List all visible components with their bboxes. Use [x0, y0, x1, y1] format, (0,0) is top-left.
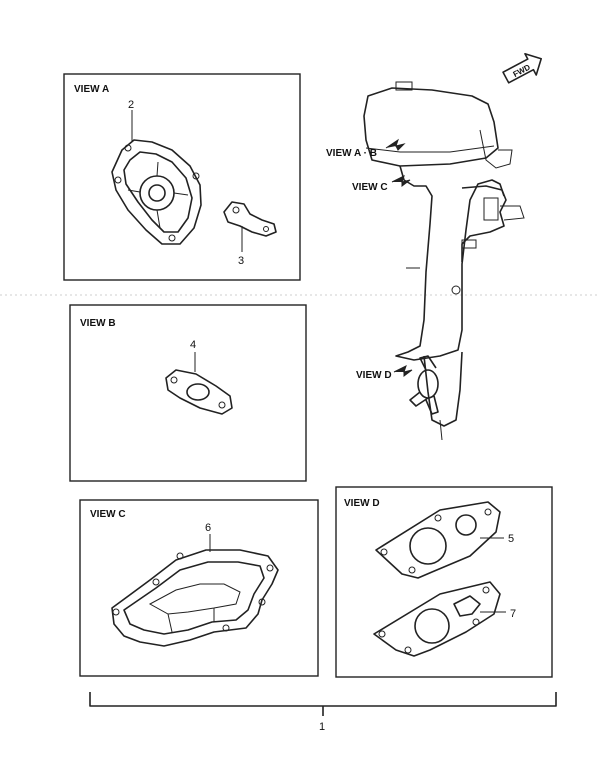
part-6-gasket	[111, 549, 279, 647]
arrow-icon	[393, 365, 413, 377]
view-b-panel: VIEW B 4	[69, 304, 307, 482]
arrow-icon	[385, 138, 406, 151]
midsection	[395, 165, 505, 361]
part-7-label: 7	[510, 608, 516, 620]
view-a-title: VIEW A	[74, 84, 109, 95]
part-6-label: 6	[205, 522, 211, 534]
propeller	[409, 355, 439, 415]
view-d-frame	[335, 486, 553, 678]
callout-view-d: VIEW D	[356, 370, 392, 381]
callout-view-c: VIEW C	[352, 182, 388, 193]
motor-callouts: VIEW A · B VIEW C VIEW D	[326, 138, 413, 381]
fwd-arrow-icon	[502, 52, 542, 84]
callout-view-a-b: VIEW A · B	[326, 148, 377, 159]
part-5-label: 5	[508, 533, 514, 545]
part-7-gasket	[373, 581, 501, 657]
part-4-label: 4	[190, 339, 196, 351]
part-3-label: 3	[238, 255, 244, 267]
part-2-label: 2	[128, 99, 134, 111]
view-a-panel: VIEW A 2 3	[63, 73, 301, 281]
part-2-gasket	[111, 139, 202, 245]
arrow-icon	[391, 175, 411, 187]
part-3-gasket	[223, 201, 277, 237]
view-a-frame	[63, 73, 301, 281]
view-c-title: VIEW C	[90, 509, 126, 520]
view-d-panel: VIEW D 5 7	[335, 486, 553, 678]
view-d-title: VIEW D	[344, 498, 380, 509]
part-1-label: 1	[319, 721, 325, 733]
fwd-arrow: FWD	[502, 52, 542, 84]
part-5-gasket	[375, 501, 501, 579]
view-b-title: VIEW B	[80, 318, 116, 329]
part-4-gasket	[165, 369, 233, 415]
view-c-frame	[79, 499, 319, 677]
outboard-motor	[363, 81, 525, 441]
view-b-frame	[69, 304, 307, 482]
engine-cowling	[363, 87, 499, 167]
assembly-bracket: 1	[89, 692, 557, 733]
view-c-panel: VIEW C 6	[79, 499, 319, 677]
